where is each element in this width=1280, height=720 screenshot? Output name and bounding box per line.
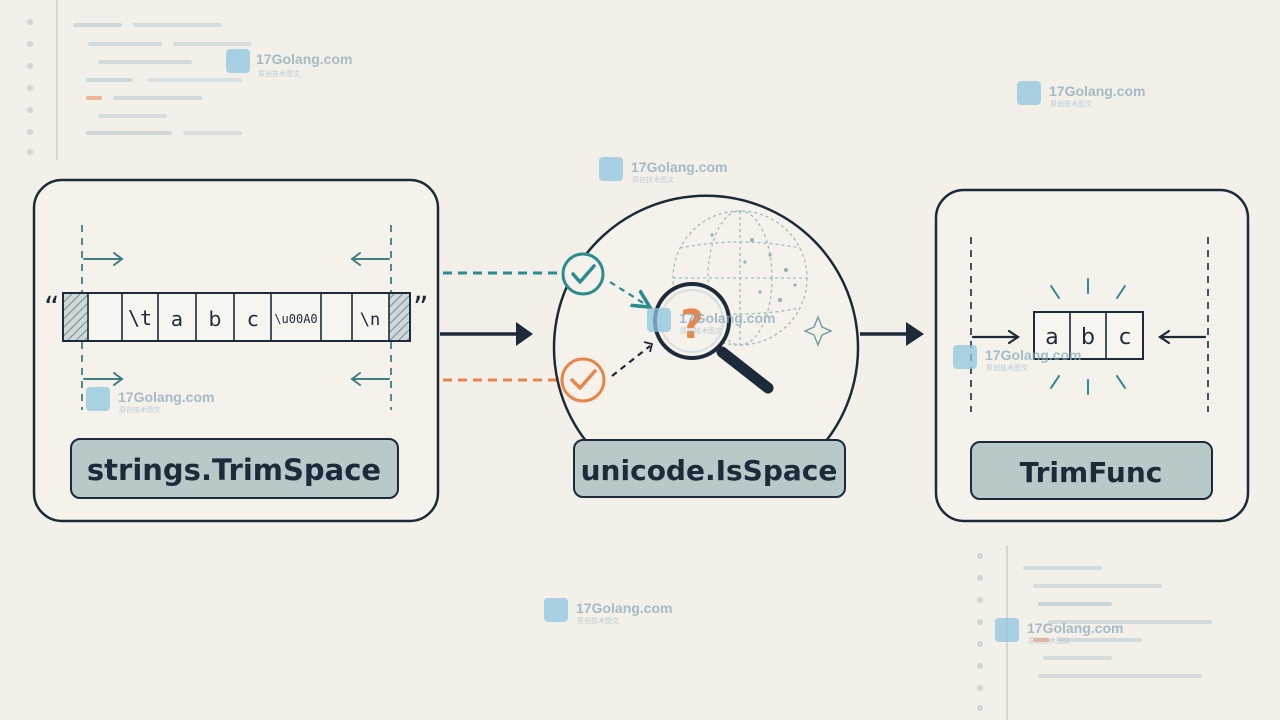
arrow-left-icon (1158, 329, 1207, 345)
watermark: 17Golang.com 原创技术图文 (1017, 81, 1145, 108)
arrow-left-icon (350, 372, 390, 386)
svg-text:17Golang.com: 17Golang.com (118, 389, 214, 405)
svg-text:原创技术图文: 原创技术图文 (577, 616, 619, 625)
watermark: 17Golang.com 原创技术图文 (599, 157, 727, 184)
result-cell: b (1081, 325, 1095, 350)
watermark: 17Golang.com 原创技术图文 (544, 598, 672, 625)
trimfunc-panel: a b c TrimFunc (934, 188, 1250, 523)
question-mark: ? (680, 302, 703, 348)
close-quote: ” (413, 291, 429, 326)
result-cell: a (1045, 325, 1058, 350)
trimspace-label: strings.TrimSpace (87, 453, 381, 487)
string-cell: \t (128, 306, 152, 330)
watermark: 17Golang.com 原创技术图文 (647, 308, 775, 335)
svg-text:原创技术图文: 原创技术图文 (258, 69, 300, 78)
arrow-right-icon (971, 329, 1020, 345)
string-cell: \u00A0 (274, 312, 317, 326)
code-lines-decoration-top (27, 0, 252, 160)
watermark: 17Golang.com 原创技术图文 (226, 49, 352, 78)
svg-text:原创技术图文: 原创技术图文 (1050, 99, 1092, 108)
svg-text:原创技术图文: 原创技术图文 (986, 363, 1028, 372)
arrow-right-icon (83, 372, 124, 386)
watermark: 17Golang.com 原创技术图文 (86, 387, 214, 414)
trimspace-panel: “ ” \t a b c \u00A0 \n strings.TrimSpace (32, 178, 440, 523)
string-cell: a (171, 307, 183, 331)
svg-text:原创技术图文: 原创技术图文 (632, 175, 674, 184)
svg-text:17Golang.com: 17Golang.com (985, 347, 1081, 363)
svg-text:原创技术图文: 原创技术图文 (119, 405, 161, 414)
svg-text:17Golang.com: 17Golang.com (256, 51, 352, 67)
burst-decoration (1050, 278, 1126, 395)
svg-text:17Golang.com: 17Golang.com (1027, 620, 1123, 636)
open-quote: “ (44, 291, 60, 326)
whitespace-hatch-right (389, 294, 409, 340)
watermark-group: 17Golang.com 原创技术图文 17Golang.com 原创技术图文 … (86, 49, 1145, 645)
svg-text:原创技术图文: 原创技术图文 (1028, 636, 1070, 645)
string-cell: c (248, 307, 259, 331)
trimfunc-label: TrimFunc (1020, 456, 1163, 489)
whitespace-hatch-left (64, 294, 88, 340)
isspace-panel: ? unicode.IsSpace (552, 194, 860, 498)
watermark: 17Golang.com 原创技术图文 (995, 618, 1123, 645)
svg-text:原创技术图文: 原创技术图文 (680, 326, 722, 335)
watermark: 17Golang.com 原创技术图文 (953, 345, 1081, 372)
svg-text:17Golang.com: 17Golang.com (679, 310, 775, 326)
arrow-left-icon (350, 252, 390, 266)
check-icon (560, 357, 606, 403)
svg-text:17Golang.com: 17Golang.com (1049, 83, 1145, 99)
check-icon (561, 252, 605, 296)
svg-text:17Golang.com: 17Golang.com (576, 600, 672, 616)
flow-arrow-2 (860, 322, 924, 346)
string-cell: b (209, 307, 222, 331)
arrow-right-icon (83, 252, 124, 266)
svg-text:17Golang.com: 17Golang.com (631, 159, 727, 175)
string-cell: \n (360, 310, 380, 330)
sparkle-icon (803, 315, 833, 347)
result-cell: c (1119, 325, 1131, 350)
isspace-label: unicode.IsSpace (581, 454, 838, 487)
flow-arrow-1 (440, 322, 533, 346)
